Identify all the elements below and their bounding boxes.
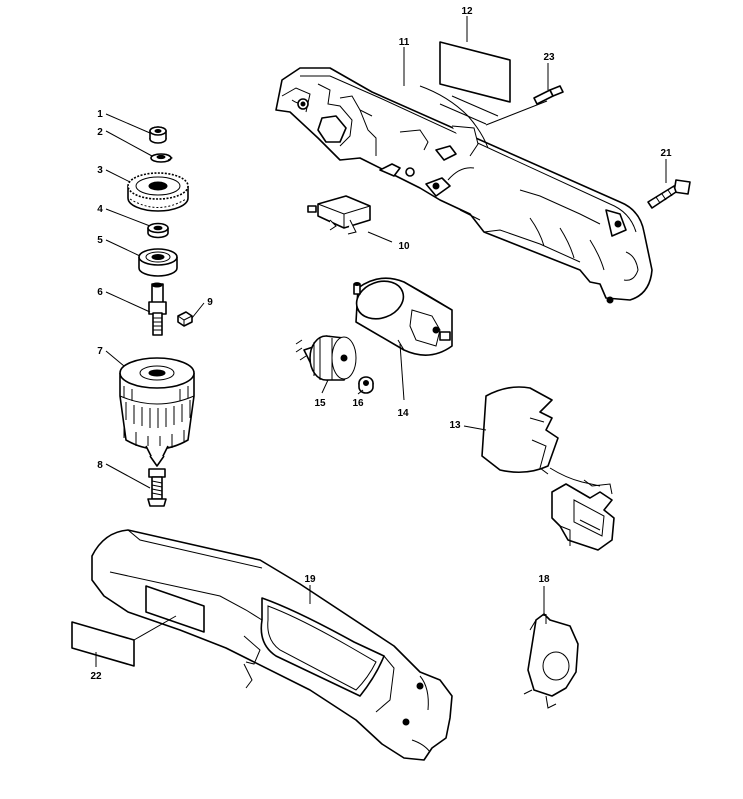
- callout-22: 22: [90, 671, 102, 682]
- callout-14: 14: [397, 408, 409, 419]
- callout-labels: 1 2 3 4 5 6 7 8 9 10 11 12 13 14 15 16 1…: [90, 6, 672, 682]
- part-13-yoke: [481, 386, 615, 551]
- part-7-chuck: [119, 357, 195, 467]
- callout-12: 12: [461, 6, 473, 17]
- part-16-bearing: [358, 376, 374, 394]
- part-8-screw: [147, 468, 167, 507]
- callout-1: 1: [97, 109, 103, 120]
- callout-5: 5: [97, 235, 103, 246]
- part-15-armature: [295, 335, 357, 381]
- callout-7: 7: [97, 346, 103, 357]
- callout-13: 13: [449, 420, 461, 431]
- part-22-label: [71, 621, 135, 667]
- part-11-housing: [275, 67, 653, 304]
- part-10-switch: [307, 195, 371, 235]
- callout-23: 23: [543, 52, 555, 63]
- part-2-washer: [150, 153, 173, 163]
- part-3-gear: [127, 172, 189, 212]
- part-19-label-area: [145, 585, 205, 633]
- part-1-nut: [149, 126, 167, 144]
- callout-16: 16: [352, 398, 364, 409]
- part-19-cover: [91, 529, 453, 761]
- part-6-spindle: [148, 282, 167, 336]
- callout-6: 6: [97, 287, 103, 298]
- callout-11: 11: [399, 37, 410, 48]
- callout-21: 21: [660, 148, 672, 159]
- callout-10: 10: [398, 241, 410, 252]
- callout-2: 2: [97, 127, 103, 138]
- part-14-motor: [353, 277, 453, 356]
- callout-8: 8: [97, 460, 103, 471]
- part-4-ring: [147, 222, 169, 239]
- leader-lines: [95, 16, 667, 667]
- callout-9: 9: [207, 297, 213, 308]
- part-23-screw: [533, 85, 564, 105]
- callout-18: 18: [538, 574, 550, 585]
- part-21-screw: [647, 179, 691, 209]
- part-18-brush-holder: [523, 613, 579, 709]
- part-5-bearing: [138, 248, 178, 277]
- callout-19: 19: [304, 574, 316, 585]
- callout-15: 15: [314, 398, 326, 409]
- part-12-label: [439, 41, 511, 103]
- part-9-key: [177, 311, 193, 327]
- callout-3: 3: [97, 165, 103, 176]
- callout-4: 4: [97, 204, 103, 215]
